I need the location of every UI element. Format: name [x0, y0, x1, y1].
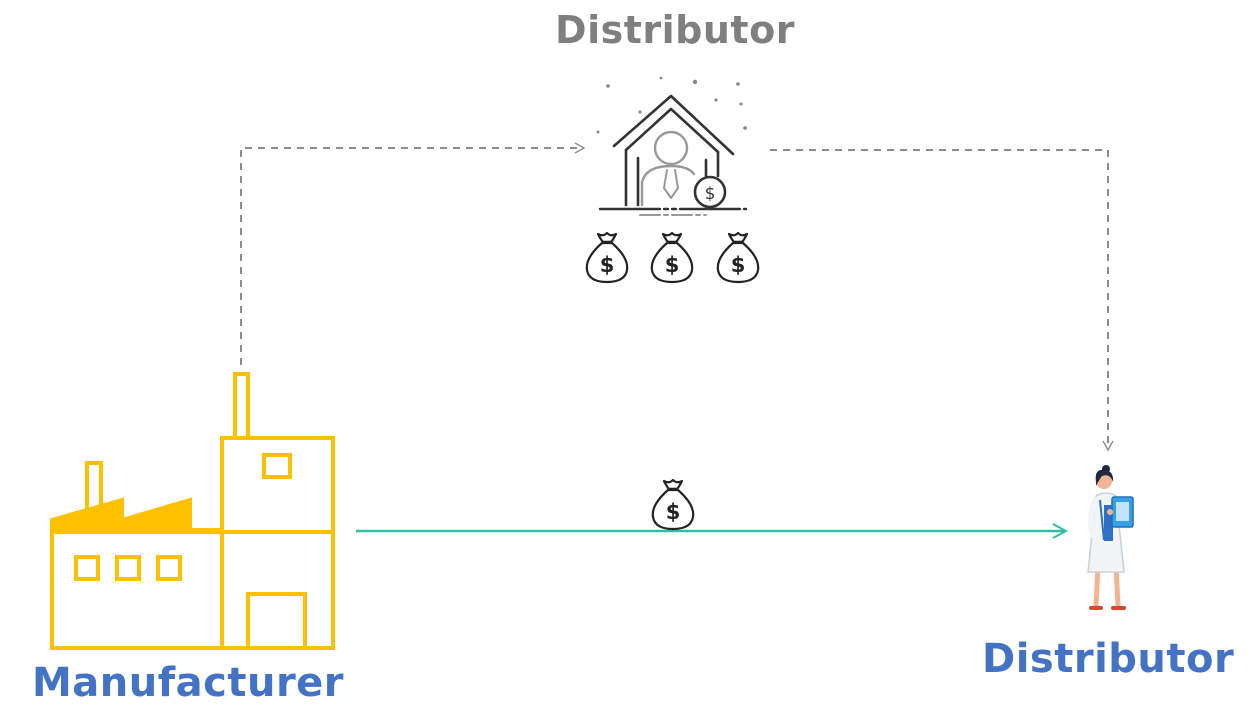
- distributor-label-right: Distributor: [982, 636, 1235, 682]
- dashed-arrow-to-distributor: [240, 142, 586, 365]
- money-bag-icon: [651, 478, 695, 531]
- money-bags: [585, 231, 760, 284]
- svg-text:$: $: [705, 184, 716, 204]
- money-bag-icon: [716, 231, 760, 284]
- house-person-dollar-icon: $: [596, 76, 748, 216]
- money-bag-icon: [585, 231, 629, 284]
- money-bag-icon: [650, 231, 694, 284]
- manufacturer-label: Manufacturer: [32, 660, 345, 706]
- distributor-label-top: Distributor: [555, 8, 795, 52]
- doctor-clipboard-icon: [1087, 465, 1134, 610]
- dashed-arrow-to-right-distributor: [770, 149, 1114, 452]
- factory-icon: [50, 372, 335, 650]
